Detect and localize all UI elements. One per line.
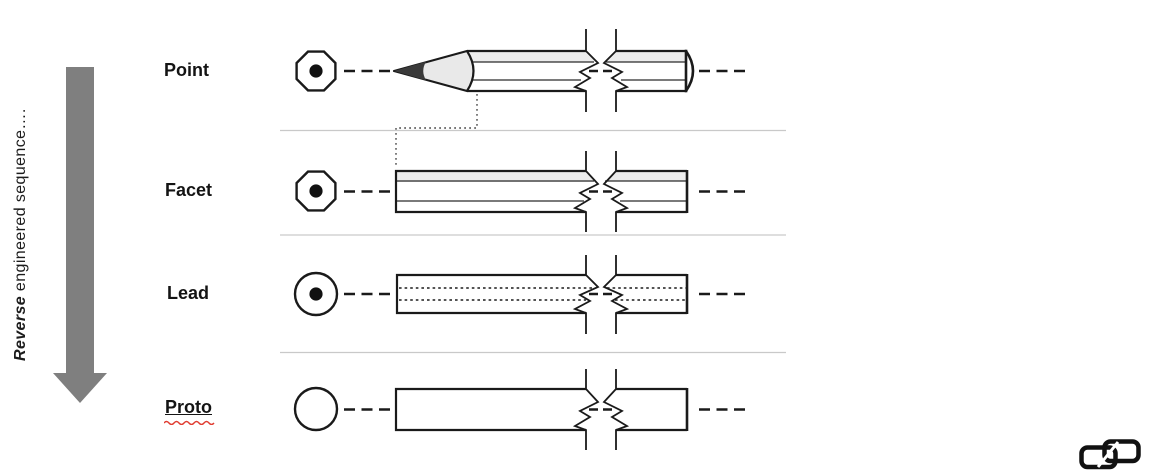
row-separators [280,129,786,354]
row-point-graphic [295,29,750,112]
row-label-point: Point [164,60,209,80]
break-symbol [572,29,630,112]
infinity-logo-icon [1079,439,1141,470]
cross-section-circle-lead [293,271,339,317]
break-symbol [572,369,630,450]
row-label-proto: Proto [165,397,212,417]
cross-section-octagon-point [295,50,337,92]
pencil-cone [392,49,475,93]
cross-section-circle-proto [293,386,339,432]
pencil-end-cap [684,49,695,93]
pencil-lead-tip [394,61,426,81]
row-label-facet: Facet [165,180,213,200]
spellcheck-squiggle-icon [164,420,215,425]
break-symbol [572,255,630,334]
break-symbol [572,151,630,232]
row-facet-graphic [295,151,751,232]
down-arrow-icon [53,67,107,403]
cross-section-octagon-facet [295,170,337,212]
row-proto-graphic [293,369,751,450]
row-lead-graphic [293,255,750,334]
row-label-lead: Lead [167,283,210,303]
